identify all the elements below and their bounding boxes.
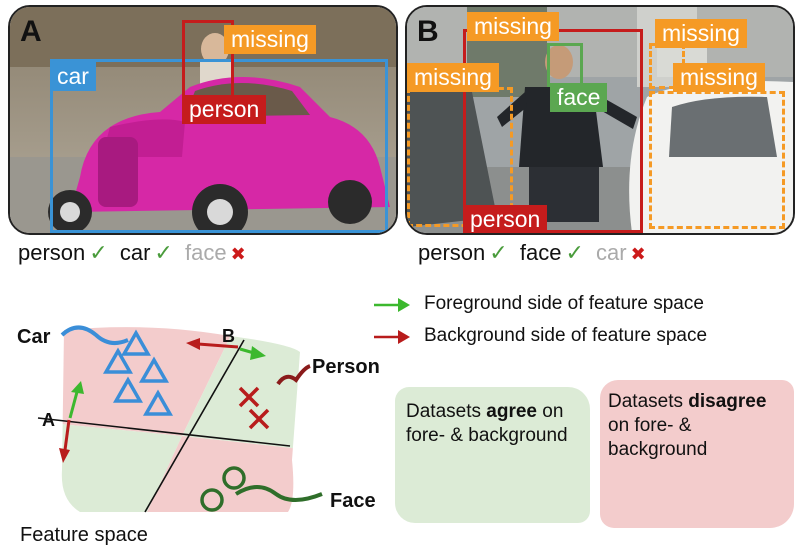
face-bounding-box — [547, 43, 583, 87]
panel-b-presence: person✓ face✓ car✖ — [418, 240, 646, 267]
presence-item-face: face — [519, 240, 562, 265]
class-label-person: Person — [312, 356, 380, 378]
person-crosses — [238, 386, 270, 430]
cross-icon: ✖ — [230, 244, 246, 264]
presence-item-car: car — [119, 240, 151, 265]
missing-label: missing — [224, 25, 316, 54]
photo-panel-b: B missing missing missing missing face p… — [405, 5, 795, 235]
car-bounding-box — [50, 59, 388, 233]
axis-label-a: A — [42, 410, 55, 430]
car-triangles — [102, 329, 174, 416]
axis-b-background-arrow — [197, 342, 239, 349]
disagree-note-text-end: on fore- & background — [608, 415, 708, 460]
presence-item-face: face — [184, 240, 227, 265]
class-label-face: Face — [330, 490, 376, 512]
red-arrow-icon — [374, 330, 410, 344]
axis-a-foreground-arrow — [68, 391, 79, 419]
missing-label-3: missing — [407, 63, 499, 92]
missing-label-2: missing — [655, 19, 747, 48]
green-arrow-icon — [374, 298, 410, 312]
missing-label-1: missing — [467, 12, 559, 41]
panel-letter-b: B — [417, 15, 439, 48]
axis-a-background-arrow — [63, 419, 71, 451]
person-label: person — [463, 205, 548, 233]
presence-item-person: person — [18, 240, 86, 265]
agree-note-bold: agree — [486, 401, 537, 422]
feature-space-label: Feature space — [20, 524, 148, 546]
missing-label-4: missing — [673, 63, 765, 92]
panel-letter-a: A — [20, 15, 42, 48]
presence-item-person: person — [418, 240, 486, 265]
car-curve — [60, 325, 129, 346]
agree-note-text-end: on fore- & background — [406, 401, 568, 446]
person-label: person — [182, 95, 267, 124]
photo-panel-a: A car missing person — [8, 5, 398, 235]
presence-item-car: car — [596, 240, 627, 265]
disagree-note-text: Datasets — [608, 391, 689, 412]
person-curve — [276, 364, 311, 386]
axis-a-line — [37, 417, 291, 447]
check-icon: ✓ — [154, 240, 173, 265]
legend-background-text: Background side of feature space — [424, 325, 708, 346]
class-label-car: Car — [17, 326, 51, 348]
axis-label-b: B — [222, 326, 235, 346]
agree-note-text: Datasets — [406, 401, 487, 422]
check-icon: ✓ — [489, 240, 508, 265]
disagree-note-bold: disagree — [688, 391, 767, 412]
axis-b-line — [144, 339, 245, 513]
face-circles — [200, 466, 246, 512]
car-label: car — [50, 62, 96, 91]
check-icon: ✓ — [565, 240, 584, 265]
cross-icon: ✖ — [630, 244, 646, 264]
panel-a-presence: person✓ car✓ face✖ — [18, 240, 246, 267]
face-label: face — [550, 83, 608, 112]
agree-note: Datasets agree on fore- & background — [395, 387, 590, 523]
disagree-note: Datasets disagree on fore- & background — [600, 380, 794, 528]
feature-space-diagram — [37, 325, 323, 513]
legend-foreground-text: Foreground side of feature space — [424, 293, 704, 314]
check-icon: ✓ — [89, 240, 108, 265]
missing-car-box-2 — [649, 91, 785, 229]
face-curve — [234, 485, 323, 502]
